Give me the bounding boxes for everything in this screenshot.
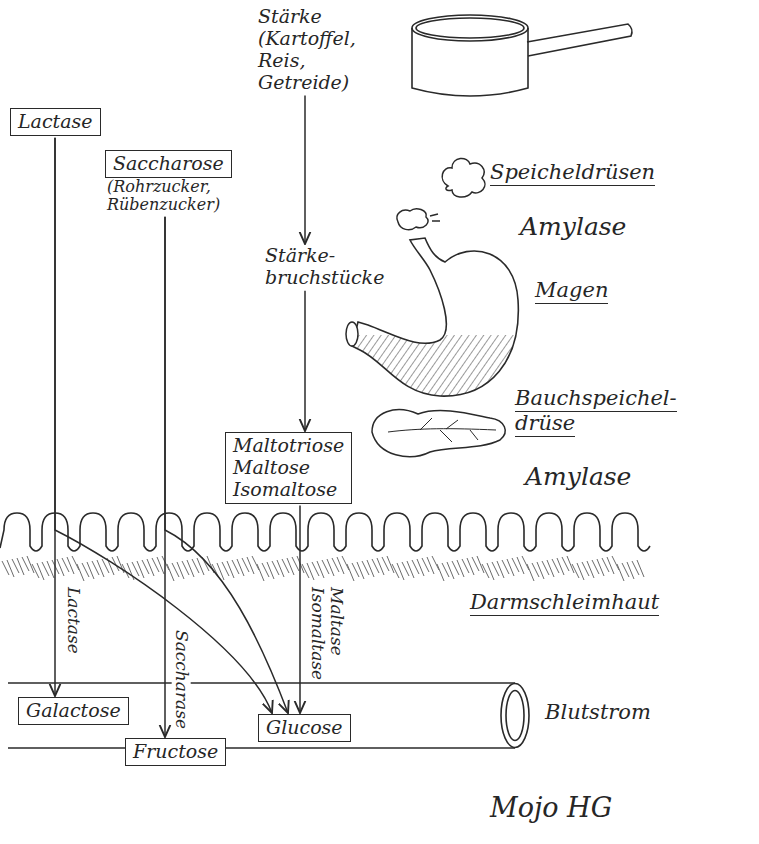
enzyme-label: Amylase [525,462,631,492]
blood-vessel [8,683,529,748]
node-label: Stärke (Kartoffel, Reis, Getreide) [258,6,376,93]
node-label: Glucose [258,714,351,742]
reaction-arrow [299,506,301,713]
node-label: Galactose [18,697,129,725]
node-note: (Rohrzucker, Rübenzucker) [105,178,270,215]
sugar-box: Fructose [125,738,226,766]
intestinal-villi [0,513,650,581]
enzyme-label: Lactase [64,585,83,656]
node-label: Fructose [125,738,226,766]
pot-handle [527,24,632,56]
node-label: Maltotriose Maltose Isomaltose [225,432,352,504]
pancreatic-duct [388,418,496,442]
reaction-arrow [304,291,306,431]
gland-outline [397,209,428,230]
pancreas-outline [372,410,505,457]
organ-label: Speicheldrüsen [490,160,655,185]
substance-note: Stärke- bruchstücke [265,245,393,289]
vessel-wall [8,747,515,749]
villi-outline [0,513,650,551]
sugar-box: Glucose [258,714,351,742]
vessel-wall [8,682,515,684]
sugar-box: Saccharose(Rohrzucker, Rübenzucker) [105,150,270,215]
salivary-glands [397,158,485,229]
sugar-box: Lactase [10,108,101,136]
pot-rim [412,15,528,41]
pylorus-opening [346,322,358,346]
vessel-lumen [506,691,524,741]
stomach [340,238,540,415]
node-label: Stärke- bruchstücke [265,245,393,289]
organ-label: Bauchspeichel- drüse [515,386,675,436]
stomach-outline [352,238,518,396]
vessel-label: Blutstrom [545,700,651,725]
mucosa-hatch [2,556,644,581]
vessel-opening [501,684,529,748]
signature: Mojo HG [490,792,612,824]
gland-outline [442,158,485,197]
sugar-box: Maltotriose Maltose Isomaltose [225,432,352,504]
reaction-arrow [304,95,306,244]
gland-duct [430,214,440,221]
enzyme-label: Amylase [520,212,626,242]
enzyme-label: Saccharase [172,628,191,731]
reaction-arrow [55,138,272,713]
substance-note: Stärke (Kartoffel, Reis, Getreide) [258,6,376,93]
node-label: Saccharose [105,150,232,178]
sugar-box: Galactose [18,697,129,725]
pancreas [372,410,505,457]
pot-body [412,28,528,96]
enzyme-label: Maltase Isomaltase [309,585,346,682]
cooking-pot [412,15,632,96]
organ-label: Magen [535,278,608,303]
tissue-label: Darmschleimhaut [470,590,659,615]
node-label: Lactase [10,108,101,136]
pot-rim [416,18,524,38]
stomach-hatch [340,335,540,415]
